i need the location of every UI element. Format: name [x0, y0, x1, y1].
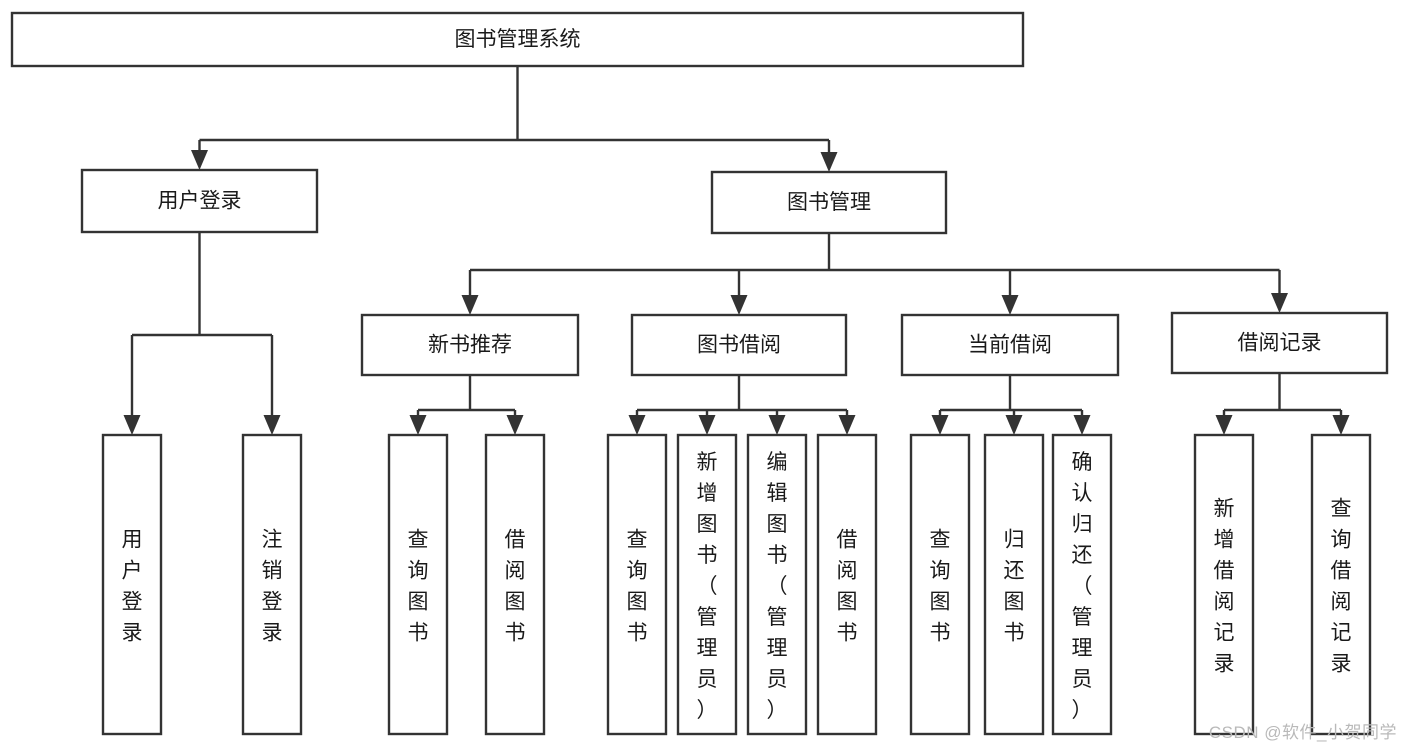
node-label: 注销登录 [262, 529, 283, 645]
node-label: 确认归还（管理员） [1072, 451, 1093, 722]
node-label: 查询借阅记录 [1331, 498, 1352, 676]
node-label: 新增图书（管理员） [697, 451, 718, 722]
edge-arrow-icon [123, 415, 141, 435]
edge-arrow-icon [1332, 415, 1350, 435]
edge-group-borrow-record [1215, 373, 1350, 435]
node-box [1170, 311, 1389, 375]
node-br-query-record[interactable]: 查询借阅记录 [1310, 433, 1372, 736]
node-box [1310, 433, 1372, 736]
node-label: 借阅记录 [1238, 332, 1322, 355]
node-bb-add-book[interactable]: 新增图书（管理员） [676, 433, 738, 736]
node-box [746, 433, 808, 736]
node-book-borrow[interactable]: 图书借阅 [630, 313, 848, 377]
edge-arrow-icon [628, 415, 646, 435]
node-label: 图书管理 [787, 191, 871, 214]
node-label: 图书管理系统 [455, 28, 581, 51]
edge-group-book-borrow [628, 375, 856, 435]
edge-arrow-icon [461, 295, 479, 315]
node-box [484, 433, 546, 736]
node-cb-return-book[interactable]: 归还图书 [983, 433, 1045, 736]
node-box [630, 313, 848, 377]
node-label: 借阅图书 [837, 529, 858, 645]
edge-arrow-icon [1215, 415, 1233, 435]
connector-layer [123, 66, 1350, 435]
edge-arrow-icon [931, 415, 949, 435]
edge-arrow-icon [768, 415, 786, 435]
node-label: 新增借阅记录 [1214, 498, 1235, 676]
node-box [909, 433, 971, 736]
edge-arrow-icon [730, 295, 748, 315]
node-label: 图书借阅 [697, 334, 781, 357]
edge-arrow-icon [506, 415, 524, 435]
edge-arrow-icon [263, 415, 281, 435]
node-box [983, 433, 1045, 736]
node-cb-confirm-return[interactable]: 确认归还（管理员） [1051, 433, 1113, 736]
node-label: 查询图书 [408, 529, 429, 645]
node-user-login[interactable]: 用户登录 [80, 168, 319, 234]
node-label: 用户登录 [158, 190, 242, 213]
node-box [710, 170, 948, 235]
node-label: 用户登录 [122, 529, 143, 645]
node-box [1193, 433, 1255, 736]
node-label: 编辑图书（管理员） [767, 451, 788, 722]
edge-group-current-borrow [931, 375, 1091, 435]
node-current-borrow[interactable]: 当前借阅 [900, 313, 1120, 377]
node-label: 查询图书 [627, 529, 648, 645]
edge-arrow-icon [1271, 293, 1288, 313]
node-user-login-do[interactable]: 用户登录 [101, 433, 163, 736]
node-bb-edit-book[interactable]: 编辑图书（管理员） [746, 433, 808, 736]
edge-group-book-manage [461, 233, 1288, 315]
node-box [900, 313, 1120, 377]
node-box [676, 433, 738, 736]
node-box [360, 313, 580, 377]
node-cb-query-book[interactable]: 查询图书 [909, 433, 971, 736]
node-bb-query-book[interactable]: 查询图书 [606, 433, 668, 736]
edge-arrow-icon [698, 415, 716, 435]
node-box [241, 433, 303, 736]
node-label: 借阅图书 [505, 529, 526, 645]
node-new-book-rec[interactable]: 新书推荐 [360, 313, 580, 377]
edge-arrow-icon [409, 415, 427, 435]
csdn-watermark: CSDN @软件_小贺同学 [1208, 723, 1397, 742]
node-box [10, 11, 1025, 68]
edge-group-root [191, 66, 838, 172]
node-nbr-borrow-book[interactable]: 借阅图书 [484, 433, 546, 736]
node-label: 新书推荐 [428, 334, 512, 357]
edge-group-user-login [123, 232, 281, 435]
node-box [80, 168, 319, 234]
node-label: 当前借阅 [968, 334, 1052, 357]
node-box [1051, 433, 1113, 736]
node-box [816, 433, 878, 736]
node-label: 归还图书 [1004, 529, 1025, 645]
node-layer: 图书管理系统用户登录图书管理新书推荐图书借阅当前借阅借阅记录用户登录注销登录查询… [10, 11, 1389, 736]
edge-arrow-icon [1001, 295, 1019, 315]
node-bb-borrow-book[interactable]: 借阅图书 [816, 433, 878, 736]
edge-arrow-icon [1005, 415, 1023, 435]
node-label: 查询图书 [930, 529, 951, 645]
edge-group-new-book-rec [409, 375, 524, 435]
edge-arrow-icon [191, 150, 208, 170]
edge-arrow-icon [1073, 415, 1091, 435]
node-nbr-query-book[interactable]: 查询图书 [387, 433, 449, 736]
edge-arrow-icon [838, 415, 856, 435]
node-box [606, 433, 668, 736]
node-box [101, 433, 163, 736]
edge-arrow-icon [820, 152, 838, 172]
node-borrow-record[interactable]: 借阅记录 [1170, 311, 1389, 375]
node-root[interactable]: 图书管理系统 [10, 11, 1025, 68]
node-br-add-record[interactable]: 新增借阅记录 [1193, 433, 1255, 736]
node-box [387, 433, 449, 736]
node-book-manage[interactable]: 图书管理 [710, 170, 948, 235]
node-user-logout[interactable]: 注销登录 [241, 433, 303, 736]
